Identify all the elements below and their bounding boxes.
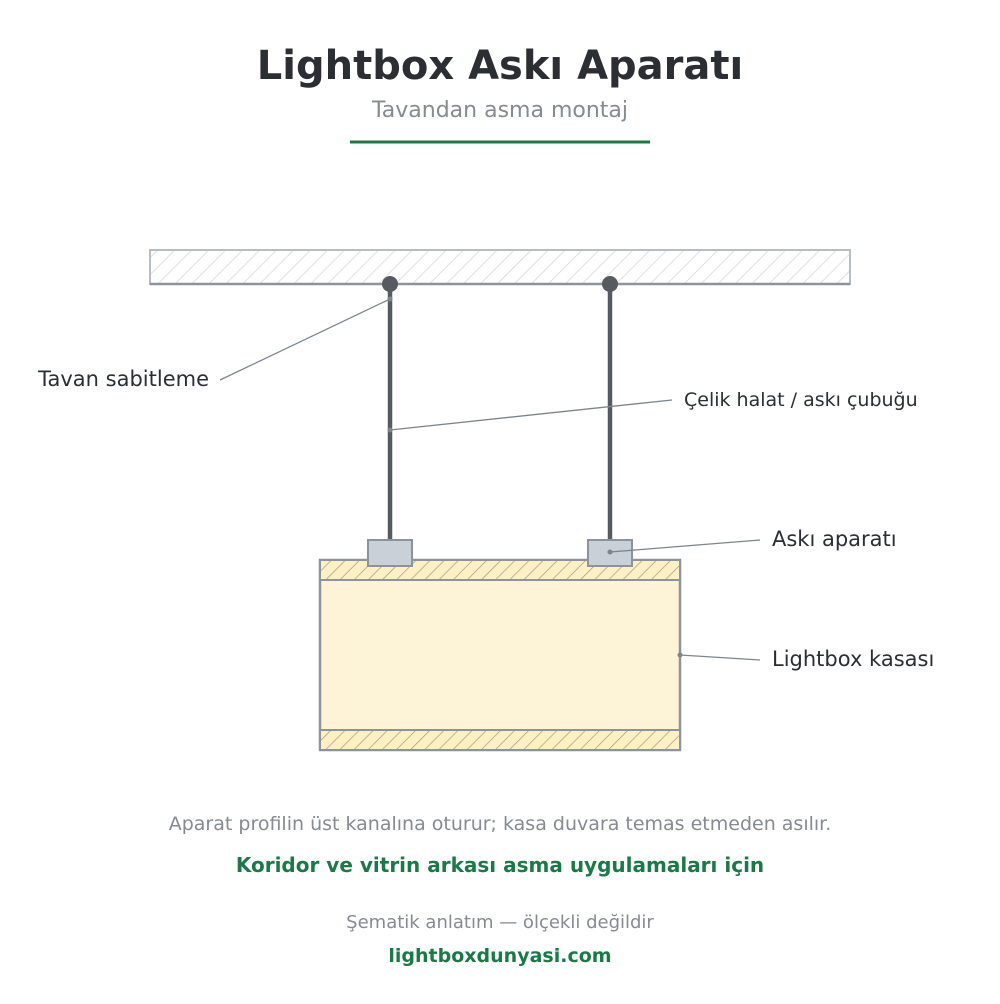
ceiling-anchor-left [382, 276, 398, 292]
ceiling [149, 249, 851, 286]
usage-note: Koridor ve vitrin arkası asma uygulamala… [236, 853, 764, 877]
footer-disclaimer: Şematik anlatım — ölçekli değildir [346, 912, 654, 933]
label-hanger: Askı aparatı [772, 527, 897, 551]
leader-dot-hanger [607, 549, 613, 555]
leader-hanger [609, 539, 761, 553]
label-ceiling-anchor: Tavan sabitleme [37, 367, 209, 391]
page-title: Lightbox Askı Aparatı [257, 43, 743, 89]
label-cable: Çelik halat / askı çubuğu [684, 389, 918, 411]
leader-lines [219, 296, 761, 661]
leader-cable [389, 399, 673, 431]
hanger-bracket-left [367, 539, 413, 567]
footer-website[interactable]: lightboxdunyasi.com [388, 945, 611, 967]
case-body [318, 558, 682, 752]
lightbox-case [318, 558, 682, 752]
leader-dot-ceiling-anchor [387, 296, 393, 302]
page-subtitle: Tavandan asma montaj [371, 98, 628, 123]
ceiling-anchor-right [602, 276, 618, 292]
label-case: Lightbox kasası [772, 647, 934, 671]
leader-ceiling-anchor [219, 298, 391, 381]
suspension-cables [382, 276, 618, 541]
leader-case [679, 654, 761, 661]
description-note: Aparat profilin üst kanalına oturur; kas… [169, 813, 832, 835]
bottom-profile [319, 729, 681, 751]
ceiling-slab [149, 249, 851, 285]
leader-dot-case [677, 652, 683, 658]
leader-dot-cable [387, 427, 393, 433]
